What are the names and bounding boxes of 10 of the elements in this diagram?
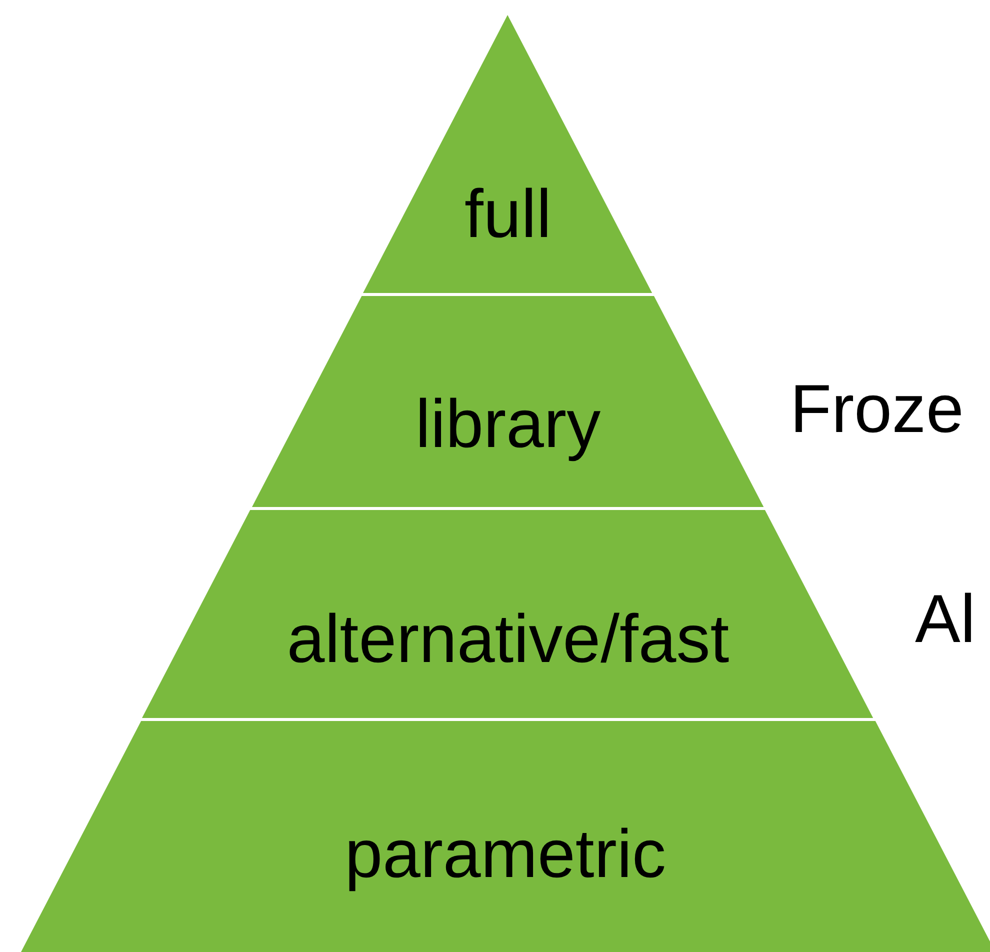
tier-label: full <box>464 175 552 253</box>
pyramid-tier <box>20 721 990 952</box>
pyramid-tier <box>252 296 764 507</box>
side-label: Froze <box>790 370 964 448</box>
tier-label: library <box>414 385 602 463</box>
tier-label: parametric <box>344 815 667 893</box>
side-label: Al <box>915 580 976 658</box>
tier-label: alternative/fast <box>286 600 730 678</box>
pyramid-tier <box>142 510 874 718</box>
pyramid-tier <box>363 15 653 293</box>
